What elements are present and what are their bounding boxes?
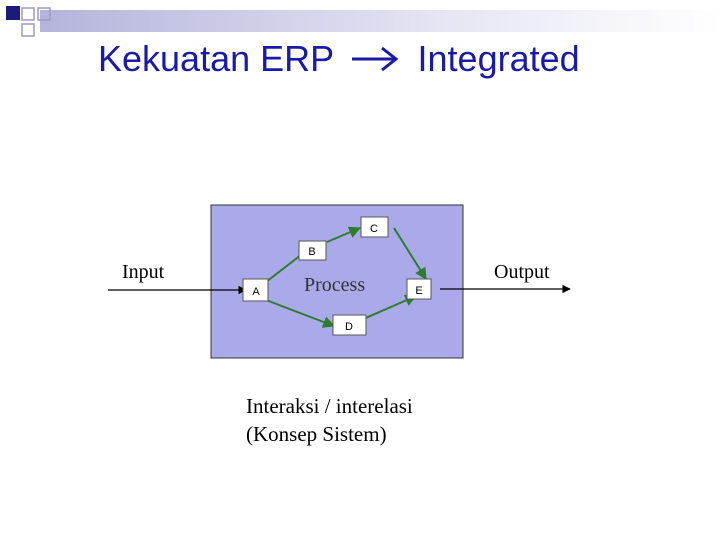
- connector-a-d: [265, 299, 336, 328]
- node-a-box: [242, 278, 269, 302]
- title-text-right: Integrated: [417, 38, 580, 79]
- output-label: Output: [494, 261, 550, 283]
- node-b: B: [298, 240, 327, 261]
- caption-line-2: (Konsep Sistem): [246, 422, 387, 446]
- node-e: E: [406, 278, 432, 300]
- node-e-box: [406, 278, 432, 300]
- slide-title: Kekuatan ERP Integrated: [98, 38, 580, 80]
- node-e-label: E: [415, 285, 422, 297]
- corner-square-outline-2: [37, 7, 51, 21]
- caption-line-1: Interaksi / interelasi: [246, 394, 413, 418]
- corner-square-outline-3: [21, 23, 35, 37]
- node-c-box: [360, 216, 389, 238]
- node-a-label: A: [252, 286, 260, 298]
- title-text-left: Kekuatan ERP: [98, 38, 334, 79]
- right-arrow-icon: [351, 46, 398, 72]
- process-label: Process: [304, 274, 365, 296]
- slide-decoration: [6, 6, 720, 37]
- header-gradient-band: [40, 10, 720, 32]
- corner-square-dark: [6, 6, 20, 20]
- node-d-label: D: [345, 321, 353, 333]
- node-b-box: [298, 240, 327, 261]
- node-a: A: [242, 278, 269, 302]
- input-label: Input: [122, 261, 165, 283]
- node-d-box: [332, 314, 367, 336]
- node-c-label: C: [370, 223, 378, 235]
- corner-square-outline-1: [21, 7, 35, 21]
- node-b-label: B: [308, 246, 315, 258]
- node-d: D: [332, 314, 367, 336]
- node-c: C: [360, 216, 389, 238]
- connector-b-c: [326, 226, 362, 243]
- diagram-caption: Interaksi / interelasi (Konsep Sistem): [246, 392, 413, 448]
- connector-c-e: [393, 227, 427, 281]
